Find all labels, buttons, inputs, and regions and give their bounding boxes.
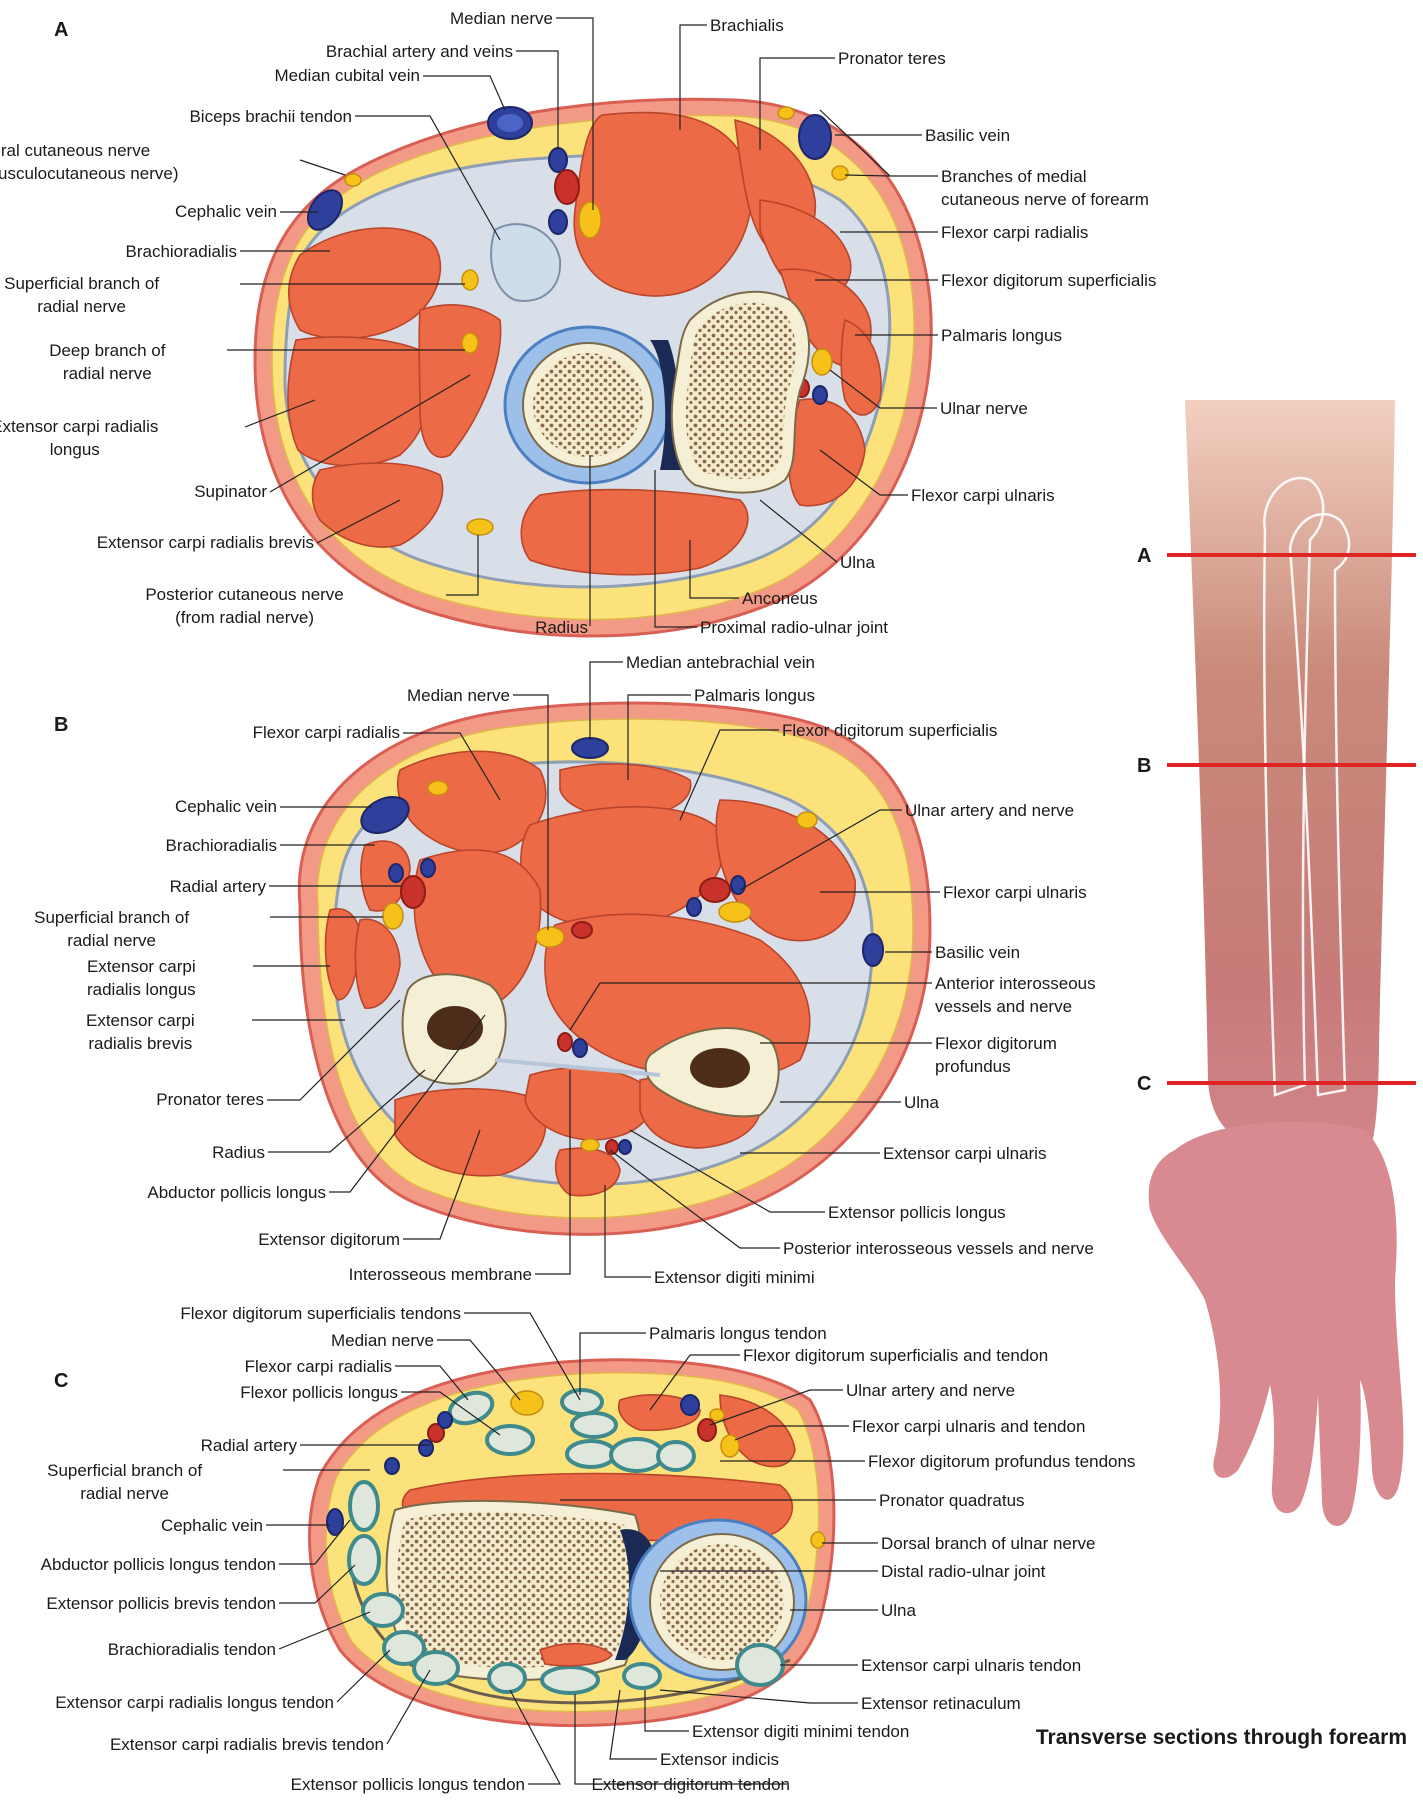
- section-a-label-14: Brachialis: [710, 16, 784, 35]
- figure-caption: Transverse sections through forearm: [1036, 1726, 1407, 1749]
- section-c-label-16: Palmaris longus tendon: [649, 1324, 827, 1343]
- section-c-label-13: Extensor digitorum tendon: [592, 1775, 790, 1794]
- section-c-label-6: Cephalic vein: [161, 1516, 263, 1535]
- section-b-label-15: Interosseous membrane: [349, 1265, 532, 1284]
- section-c-label-14: Extensor indicis: [660, 1750, 779, 1769]
- section-b-label-2: Palmaris longus: [694, 686, 815, 705]
- section-c-label-18: Ulnar artery and nerve: [846, 1381, 1015, 1400]
- section-a-label-21: Ulnar nerve: [940, 399, 1028, 418]
- section-c-label-0: Flexor digitorum superficialis tendons: [180, 1304, 461, 1323]
- arm-cut-label-b: B: [1137, 755, 1151, 777]
- section-b-label-6: Brachioradialis: [166, 836, 278, 855]
- section-c-cross-section: [310, 1360, 834, 1726]
- section-c-label-2: Flexor carpi radialis: [245, 1357, 392, 1376]
- section-c-letter: C: [54, 1370, 68, 1392]
- section-a-label-5: Cephalic vein: [175, 202, 277, 221]
- section-b-label-11: Pronator teres: [156, 1090, 264, 1109]
- section-b-label-7: Radial artery: [170, 877, 267, 896]
- section-b-label-0: Median antebrachial vein: [626, 653, 815, 672]
- arm-cut-label-c: C: [1137, 1073, 1151, 1095]
- section-a-label-23: Ulna: [840, 553, 876, 572]
- leader-line: [423, 76, 505, 110]
- section-c-label-10: Extensor carpi radialis longus tendon: [55, 1693, 334, 1712]
- section-c-label-20: Flexor digitorum profundus tendons: [868, 1452, 1135, 1471]
- section-b-label-4: Flexor carpi radialis: [253, 723, 400, 742]
- section-b-label-21: Ulna: [904, 1093, 940, 1112]
- section-c-label-26: Extensor retinaculum: [861, 1694, 1021, 1713]
- section-c-label-8: Extensor pollicis brevis tendon: [46, 1594, 276, 1613]
- section-b-label-25: Extensor digiti minimi: [654, 1268, 815, 1287]
- section-a-label-18: Flexor carpi radialis: [941, 223, 1088, 242]
- section-a-label-15: Pronator teres: [838, 49, 946, 68]
- section-a-label-19: Flexor digitorum superficialis: [941, 271, 1156, 290]
- section-b-label-5: Cephalic vein: [175, 797, 277, 816]
- section-a-label-13: Radius: [535, 618, 588, 637]
- section-c-label-9: Brachioradialis tendon: [108, 1640, 276, 1659]
- section-a-label-22: Flexor carpi ulnaris: [911, 486, 1055, 505]
- section-c-label-12: Extensor pollicis longus tendon: [291, 1775, 525, 1794]
- section-b-label-23: Extensor pollicis longus: [828, 1203, 1006, 1222]
- section-a-label-0: Median nerve: [450, 9, 553, 28]
- section-a-letter: A: [54, 19, 68, 41]
- leader-line: [300, 160, 345, 175]
- section-c-label-23: Distal radio-ulnar joint: [881, 1562, 1046, 1581]
- section-a-label-3: Biceps brachii tendon: [189, 107, 352, 126]
- section-b-label-14: Extensor digitorum: [258, 1230, 400, 1249]
- section-b-label-3: Flexor digitorum superficialis: [782, 721, 997, 740]
- section-b-label-12: Radius: [212, 1143, 265, 1162]
- section-c-label-24: Ulna: [881, 1601, 917, 1620]
- section-b-label-18: Basilic vein: [935, 943, 1020, 962]
- section-b-label-1: Median nerve: [407, 686, 510, 705]
- section-c-label-15: Extensor digiti minimi tendon: [692, 1722, 909, 1741]
- section-a-label-12: Posterior cutaneous nerve(from radial ne…: [145, 585, 343, 627]
- section-a-label-4: Lateral cutaneous nerve(from musculocuta…: [0, 141, 178, 183]
- section-b-letter: B: [54, 714, 68, 736]
- section-a-label-11: Extensor carpi radialis brevis: [97, 533, 314, 552]
- section-c-label-11: Extensor carpi radialis brevis tendon: [110, 1735, 384, 1754]
- forearm-arm-illustration: [1149, 400, 1416, 1526]
- section-a-label-2: Median cubital vein: [274, 66, 420, 85]
- arm-cut-label-a: A: [1137, 545, 1151, 567]
- section-c-label-3: Flexor pollicis longus: [240, 1383, 398, 1402]
- section-b-label-17: Flexor carpi ulnaris: [943, 883, 1087, 902]
- section-c-label-21: Pronator quadratus: [879, 1491, 1025, 1510]
- section-b-label-22: Extensor carpi ulnaris: [883, 1144, 1046, 1163]
- section-c-label-19: Flexor carpi ulnaris and tendon: [852, 1417, 1085, 1436]
- section-c-label-25: Extensor carpi ulnaris tendon: [861, 1656, 1081, 1675]
- section-c-label-1: Median nerve: [331, 1331, 434, 1350]
- section-a-label-24: Anconeus: [742, 589, 818, 608]
- section-b-cross-section: [299, 703, 930, 1234]
- section-a-label-6: Brachioradialis: [126, 242, 238, 261]
- section-c-label-7: Abductor pollicis longus tendon: [41, 1555, 276, 1574]
- section-a-label-10: Supinator: [194, 482, 267, 501]
- section-a-label-16: Basilic vein: [925, 126, 1010, 145]
- section-c-label-17: Flexor digitorum superficialis and tendo…: [743, 1346, 1048, 1365]
- section-a-label-25: Proximal radio-ulnar joint: [700, 618, 888, 637]
- section-a-label-20: Palmaris longus: [941, 326, 1062, 345]
- section-b-label-16: Ulnar artery and nerve: [905, 801, 1074, 820]
- section-a-label-1: Brachial artery and veins: [326, 42, 513, 61]
- section-b-label-13: Abductor pollicis longus: [147, 1183, 326, 1202]
- section-c-label-22: Dorsal branch of ulnar nerve: [881, 1534, 1096, 1553]
- section-b-label-24: Posterior interosseous vessels and nerve: [783, 1239, 1094, 1258]
- section-c-label-4: Radial artery: [201, 1436, 298, 1455]
